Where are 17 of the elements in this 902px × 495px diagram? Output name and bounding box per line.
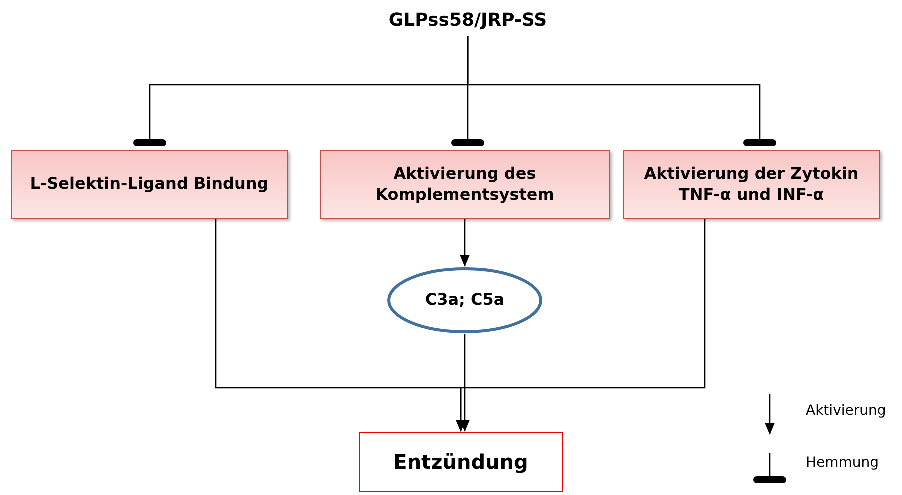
- arrow: [460, 334, 470, 432]
- inhibition-connector: [467, 36, 776, 146]
- outcome-box: [359, 432, 563, 492]
- node-text: Aktivierung des Komplementsystem: [374, 164, 556, 206]
- arrow: [460, 219, 470, 267]
- arrow: [456, 219, 706, 432]
- node-text: L-Selektin-Ligand Bindung: [30, 174, 269, 195]
- node-text: C3a; C5a: [425, 290, 505, 311]
- ellipse-node: [387, 267, 543, 334]
- legend-text: Aktivierung: [806, 403, 886, 419]
- label-text: GLPss58/JRP-SS: [388, 9, 548, 33]
- process-box: [320, 150, 610, 219]
- process-box: [623, 150, 880, 219]
- node-text: Entzündung: [394, 449, 528, 475]
- legend-text: Hemmung: [806, 455, 880, 471]
- node-text: Aktivierung der Zytokin TNF-α und INF-α: [643, 164, 860, 206]
- process-box: [11, 150, 288, 219]
